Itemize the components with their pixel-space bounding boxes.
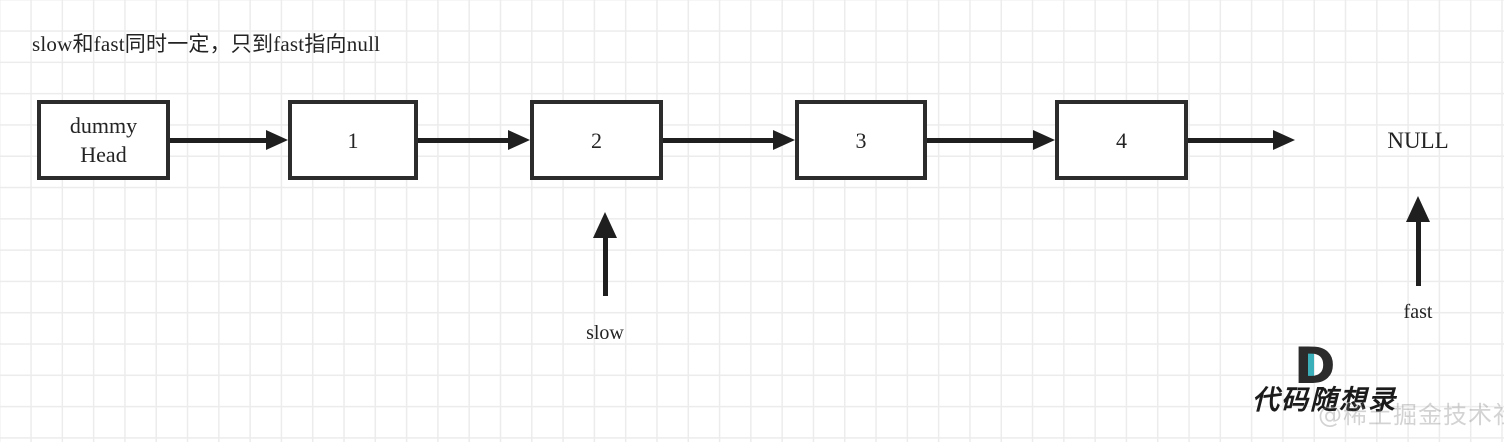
arrow-shaft (663, 138, 775, 143)
list-node-label: 3 (855, 127, 867, 153)
arrow-4-to-null (1188, 130, 1295, 150)
pointer-arrow-slow (593, 212, 617, 296)
brand-logo: D 代码随想录 (1252, 337, 1452, 438)
list-node-dummy-head: dummy Head (37, 100, 170, 180)
brand-letter: D (1294, 337, 1336, 395)
pointer-arrow-fast (1406, 196, 1430, 286)
null-label: NULL (1387, 128, 1449, 153)
arrow-shaft (1188, 138, 1275, 143)
arrow-shaft (1416, 218, 1421, 286)
arrow-head-icon (1273, 130, 1295, 150)
list-node-label: dummy Head (69, 113, 138, 167)
list-node-1: 1 (288, 100, 418, 180)
site-watermark: @稀土掘金技术社区 (1318, 401, 1504, 429)
page-title: slow和fast同时一定，只到fast指向null (32, 32, 381, 56)
list-node-4: 4 (1055, 100, 1188, 180)
arrow-shaft (603, 234, 608, 296)
list-node-label: 1 (347, 127, 359, 153)
arrow-head-icon (773, 130, 795, 150)
arrow-head-icon (508, 130, 530, 150)
arrow-shaft (927, 138, 1035, 143)
brand-d-mark-icon: D (1294, 337, 1348, 395)
arrow-1-to-2 (418, 130, 530, 150)
brand-accent-bar (1302, 349, 1314, 383)
arrow-3-to-4 (927, 130, 1055, 150)
list-node-3: 3 (795, 100, 927, 180)
pointer-label-fast: fast (1403, 301, 1433, 323)
list-node-label: 2 (591, 127, 602, 153)
arrow-head-icon (1406, 196, 1430, 222)
arrow-head-icon (266, 130, 288, 150)
pointer-label-slow: slow (586, 322, 624, 344)
arrow-head-icon (1033, 130, 1055, 150)
list-node-2: 2 (530, 100, 663, 180)
arrow-dummy-to-1 (170, 130, 288, 150)
arrow-head-icon (593, 212, 617, 238)
list-node-label: 4 (1116, 127, 1127, 153)
brand-name: 代码随想录 (1252, 385, 1397, 416)
arrow-2-to-3 (663, 130, 795, 150)
arrow-shaft (418, 138, 510, 143)
arrow-shaft (170, 138, 268, 143)
